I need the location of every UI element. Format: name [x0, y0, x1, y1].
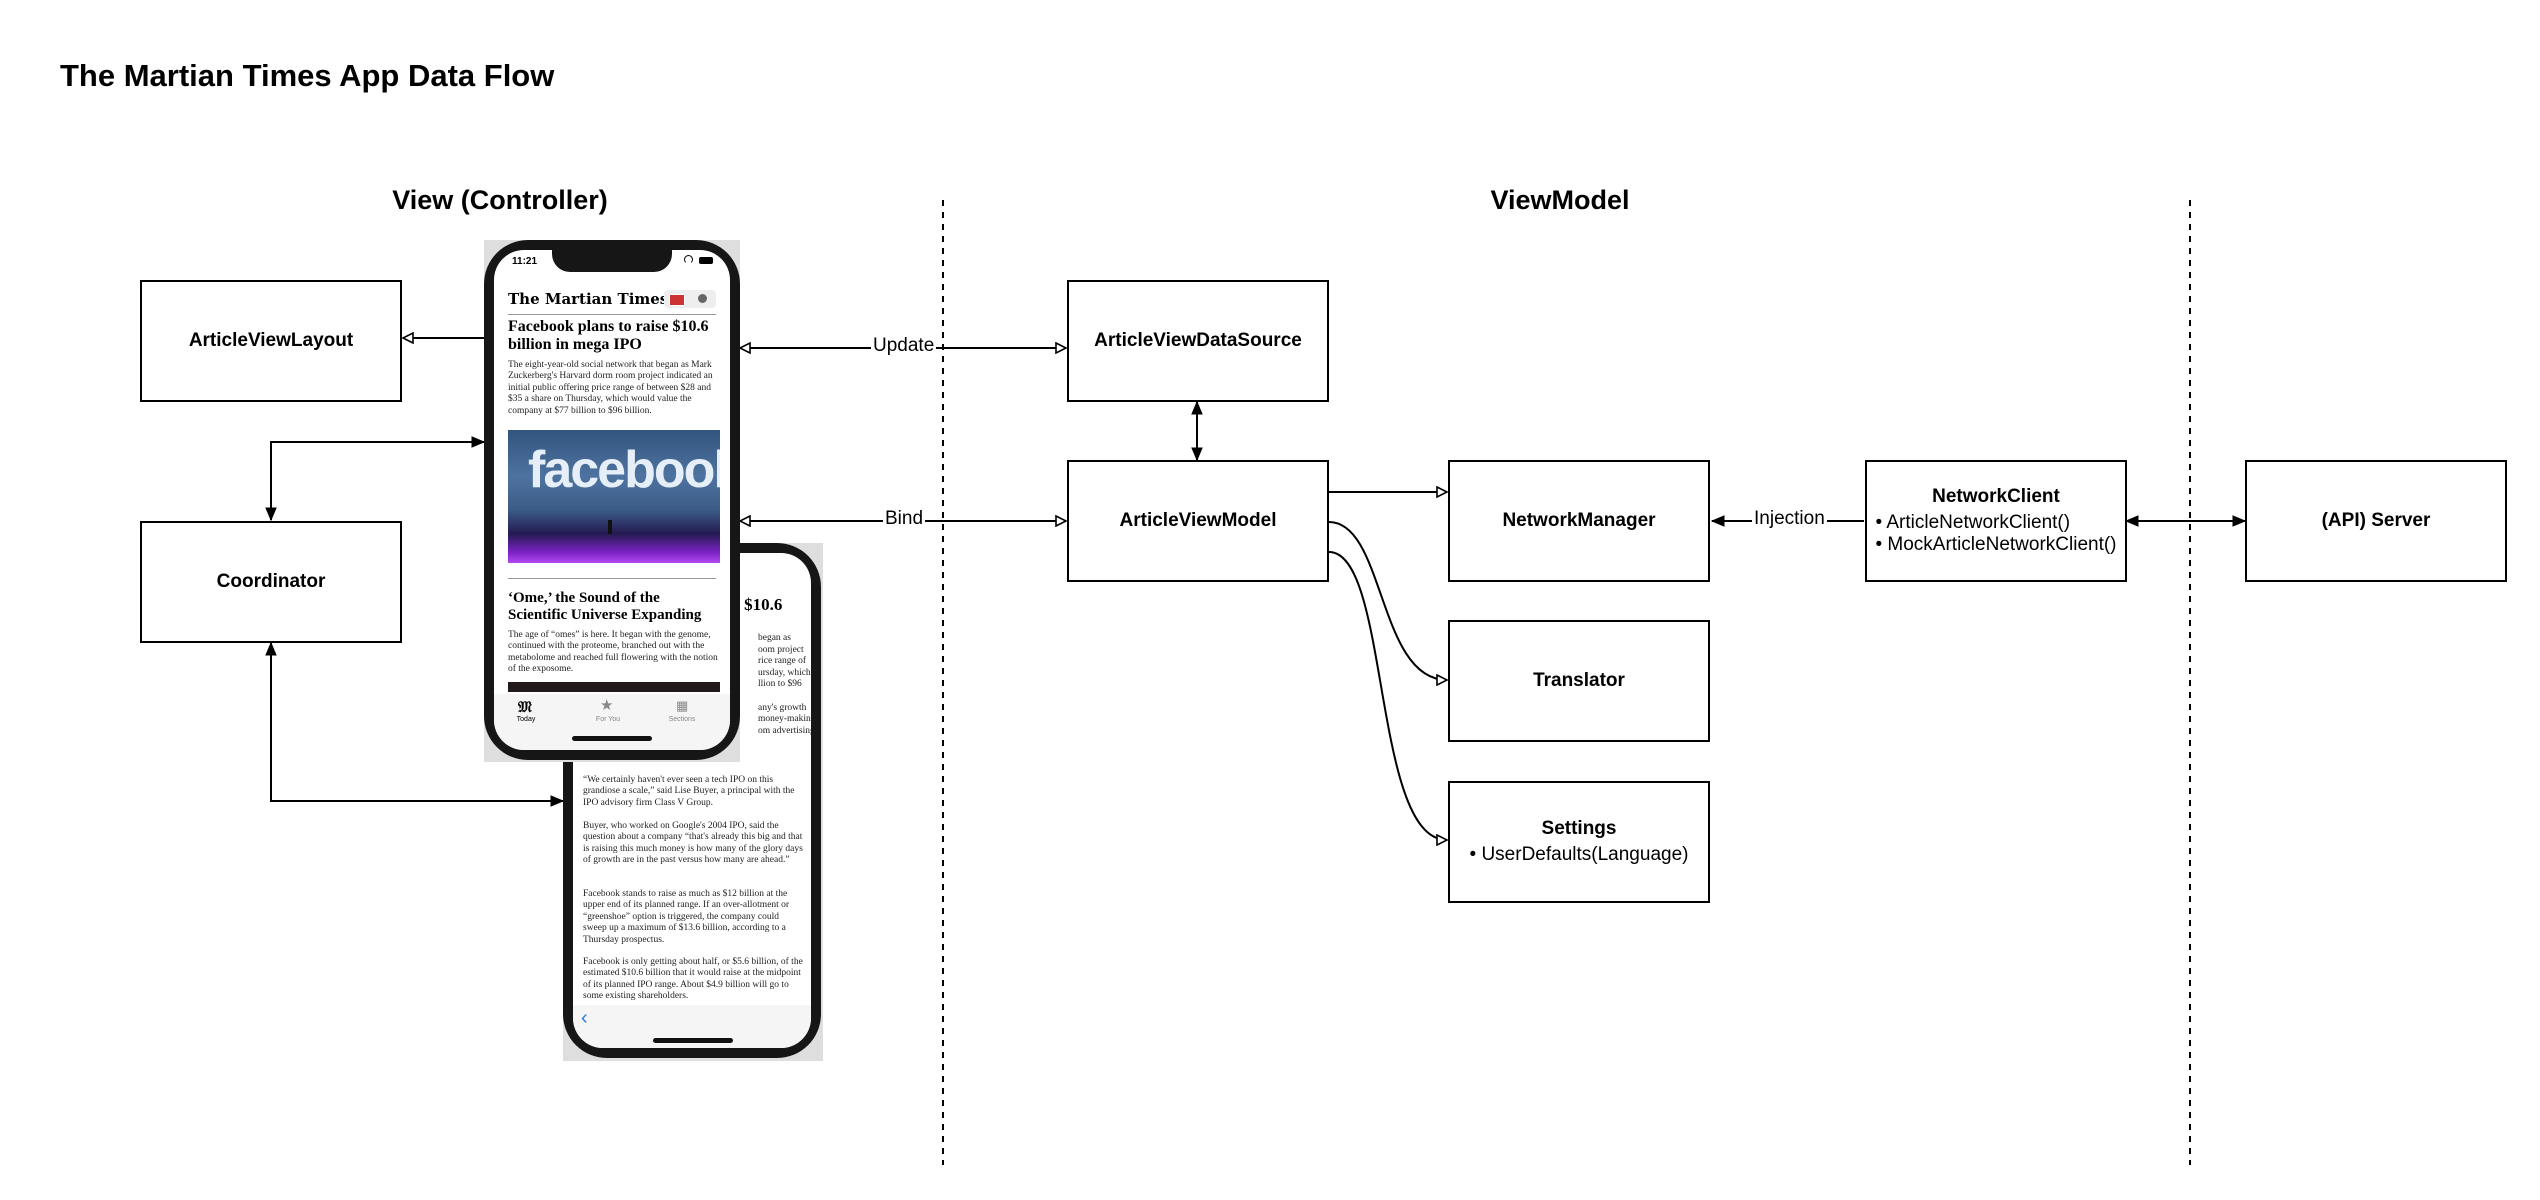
headline-article-2[interactable]: ‘Ome,’ the Sound of the Scientific Unive…: [508, 590, 702, 624]
summary-article-2: The age of “omes” is here. It began with…: [508, 630, 718, 675]
box-label: Settings: [1541, 818, 1617, 839]
box-translator: Translator: [1448, 620, 1710, 742]
body-fragment: oom project: [758, 644, 804, 655]
summary-article-1: The eight-year-old social network that b…: [508, 360, 713, 416]
body-fragment: money-making: [758, 714, 811, 724]
body-fragment: any's growth: [758, 702, 807, 713]
box-api-server: (API) Server: [2245, 460, 2507, 582]
edge-viewmodel-settings: [1328, 551, 1447, 840]
detail-paragraph: Buyer, who worked on Google's 2004 IPO, …: [583, 821, 803, 866]
body-fragment: llion to $96: [758, 679, 802, 689]
article-1-image[interactable]: facebook: [508, 430, 720, 563]
globe-icon: [698, 294, 707, 303]
edge-coordinator-to-phone: [271, 442, 484, 520]
box-article-view-model: ArticleViewModel: [1067, 460, 1329, 582]
edge-viewmodel-translator: [1328, 521, 1447, 680]
today-tab-icon: 𝔐: [518, 698, 532, 716]
box-label: ArticleViewModel: [1119, 510, 1277, 531]
status-icons: [684, 255, 713, 266]
article-divider: [508, 578, 716, 579]
masthead-divider: [508, 314, 716, 315]
tab-bar: 𝔐 Today ★ For You ▦ Sections: [494, 694, 730, 750]
edge-coordinator-to-detail: [271, 643, 563, 801]
network-client-item: • ArticleNetworkClient(): [1875, 512, 2071, 533]
headline-article-1[interactable]: Facebook plans to raise $10.6 billion in…: [508, 318, 709, 354]
home-indicator: [653, 1038, 733, 1043]
network-client-item: • MockArticleNetworkClient(): [1875, 534, 2117, 555]
box-coordinator: Coordinator: [140, 521, 402, 643]
edition-switcher[interactable]: [664, 290, 716, 308]
body-fragment: rice range of: [758, 656, 806, 666]
tab-for-you[interactable]: For You: [595, 716, 621, 723]
body-fragment: ursday, which: [758, 667, 811, 678]
settings-items: • UserDefaults(Language): [1470, 844, 1689, 866]
home-indicator: [572, 736, 652, 741]
star-icon: ★: [600, 697, 614, 714]
body-fragment: began as: [758, 633, 791, 643]
edge-label-update: Update: [871, 335, 937, 357]
section-header-viewmodel: ViewModel: [1490, 185, 1630, 215]
edge-label-injection: Injection: [1752, 508, 1827, 530]
detail-paragraph: Facebook stands to raise as much as $12 …: [583, 889, 790, 945]
edge-label-bind: Bind: [883, 508, 926, 530]
detail-body-fragments: began as oom project rice range of ursda…: [758, 633, 811, 737]
battery-icon: [698, 257, 713, 264]
box-label: NetworkManager: [1502, 510, 1656, 531]
grid-icon: ▦: [676, 698, 689, 713]
tab-sections[interactable]: Sections: [668, 716, 696, 723]
speaker-figure: [608, 520, 612, 534]
flag-icon: [669, 294, 685, 306]
body-fragment: om advertising: [758, 725, 811, 736]
back-chevron-icon[interactable]: ‹: [581, 1007, 588, 1029]
masthead: The Martian Times: [508, 290, 669, 308]
settings-item: • UserDefaults(Language): [1469, 844, 1689, 865]
detail-paragraph: Facebook is only getting about half, or …: [583, 957, 803, 1002]
box-network-client: NetworkClient • ArticleNetworkClient() •…: [1865, 460, 2127, 582]
tab-today[interactable]: Today: [516, 716, 536, 723]
feed-phone-screen: 11:21 The Martian Times Facebook plans t…: [494, 250, 730, 750]
wifi-icon: [684, 255, 693, 264]
box-label: ArticleViewDataSource: [1094, 330, 1302, 351]
box-settings: Settings • UserDefaults(Language): [1448, 781, 1710, 903]
article-2-image-strip: [508, 682, 720, 692]
phone-notch: [552, 250, 672, 272]
box-label: ArticleViewLayout: [188, 330, 354, 351]
section-header-view: View (Controller): [392, 185, 608, 215]
status-time: 11:21: [512, 256, 538, 267]
diagram-title: The Martian Times App Data Flow: [60, 58, 555, 93]
feed-phone-mockup: 11:21 The Martian Times Facebook plans t…: [484, 240, 740, 760]
detail-paragraph: “We certainly haven't ever seen a tech I…: [583, 775, 795, 808]
box-label: (API) Server: [2321, 510, 2431, 531]
box-label: NetworkClient: [1932, 486, 2060, 507]
image-caption-text: facebook: [528, 441, 720, 499]
detail-toolbar: ‹: [573, 1005, 811, 1048]
box-network-manager: NetworkManager: [1448, 460, 1710, 582]
box-article-view-data-source: ArticleViewDataSource: [1067, 280, 1329, 402]
box-label: Coordinator: [216, 571, 326, 592]
box-label: Translator: [1533, 670, 1625, 691]
box-article-view-layout: ArticleViewLayout: [140, 280, 402, 402]
detail-phone-screen: ise $10.6 began as oom project rice rang…: [573, 553, 811, 1048]
network-client-items: • ArticleNetworkClient() • MockArticleNe…: [1875, 512, 2116, 556]
